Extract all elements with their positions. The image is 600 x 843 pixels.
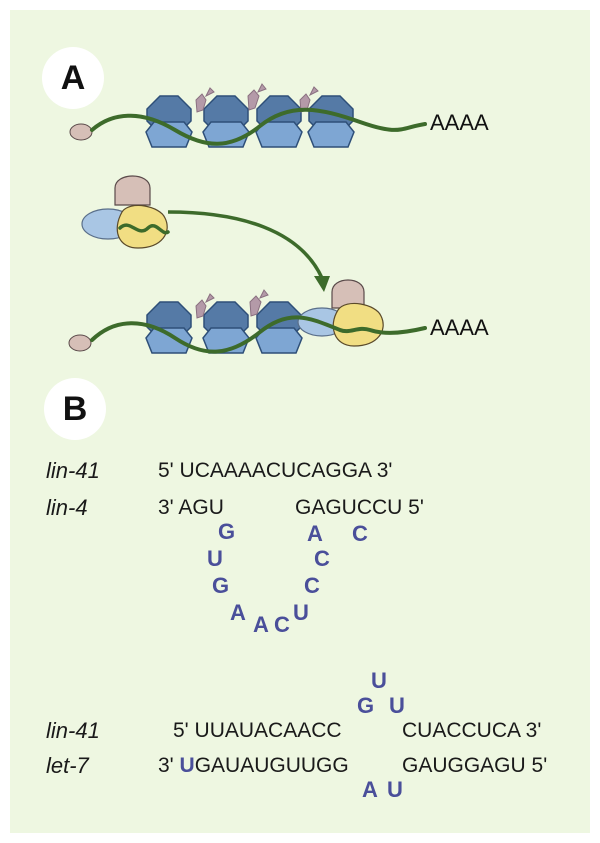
five-prime-cap-bottom xyxy=(68,334,92,352)
five-prime-cap-top xyxy=(69,123,93,141)
trna-marks-top xyxy=(195,83,319,113)
pair1-bottom-gene-name: lin-4 xyxy=(46,495,88,520)
risc-complex-bound xyxy=(297,279,384,347)
pair1-loop-base: U xyxy=(207,546,223,571)
pair2-unpaired-u: U xyxy=(179,754,195,777)
pair1-loop-base: G xyxy=(218,519,236,544)
polya-tail-top: AAAA xyxy=(430,110,489,135)
polya-tail-bottom: AAAA xyxy=(430,315,489,340)
pair2-bulge-base: U xyxy=(371,668,387,693)
pair2-bottom-sequence-right: GAUGGAGU 5' xyxy=(402,754,548,777)
top-mrna-complex xyxy=(69,83,427,148)
pair2-bulge-base: U xyxy=(389,693,405,718)
binding-arrow xyxy=(167,210,330,292)
panel-a-label: A xyxy=(42,47,104,109)
pair1-loop-base: C xyxy=(314,546,330,571)
pair2-top-sequence-right: CUACCUCA 3' xyxy=(402,719,542,742)
pair1-loop-base: A xyxy=(230,600,246,625)
pair1-loop-base: G xyxy=(212,573,230,598)
pair1-loop-base: C xyxy=(304,573,320,598)
pair1-bottom-sequence-right: GAGUCCU 5' xyxy=(295,496,424,519)
panel-b-label: B xyxy=(44,378,106,440)
pair2-bulge-base: U xyxy=(387,777,403,802)
ribosome-1 xyxy=(145,95,193,148)
pair2-top-sequence-left: 5' UUAUACAACC xyxy=(173,719,342,742)
pair2-bulge-base: G xyxy=(357,693,375,718)
pair2-bottom-gene-name: let-7 xyxy=(46,753,89,778)
pair1-loop-base: C xyxy=(352,521,368,546)
trna-marks-bottom xyxy=(195,289,269,319)
pair2-bulge-base: A xyxy=(362,777,378,802)
pair1-loop-base: U xyxy=(293,600,309,625)
pair2-top-gene-name: lin-41 xyxy=(46,718,100,743)
pair1-top-gene-name: lin-41 xyxy=(46,458,100,483)
pair1-loop-base: C xyxy=(274,612,290,637)
pair1-top-sequence: 5' UCAAAACUCAGGA 3' xyxy=(158,459,393,482)
figure-panel-background xyxy=(10,10,590,833)
mrna-strand-top xyxy=(90,107,427,146)
pair1-bottom-sequence-left: 3' AGU xyxy=(158,496,224,519)
pair1-loop-base: A xyxy=(253,612,269,637)
mrna-strand-bottom xyxy=(90,315,427,354)
risc-complex-free xyxy=(81,175,170,249)
bottom-mrna-complex xyxy=(68,279,427,354)
ribosome-4 xyxy=(307,95,355,148)
pair2-bottom-sequence-left: 3' UGAUAUGUUGG xyxy=(158,754,349,777)
pair1-loop-base: A xyxy=(307,521,323,546)
